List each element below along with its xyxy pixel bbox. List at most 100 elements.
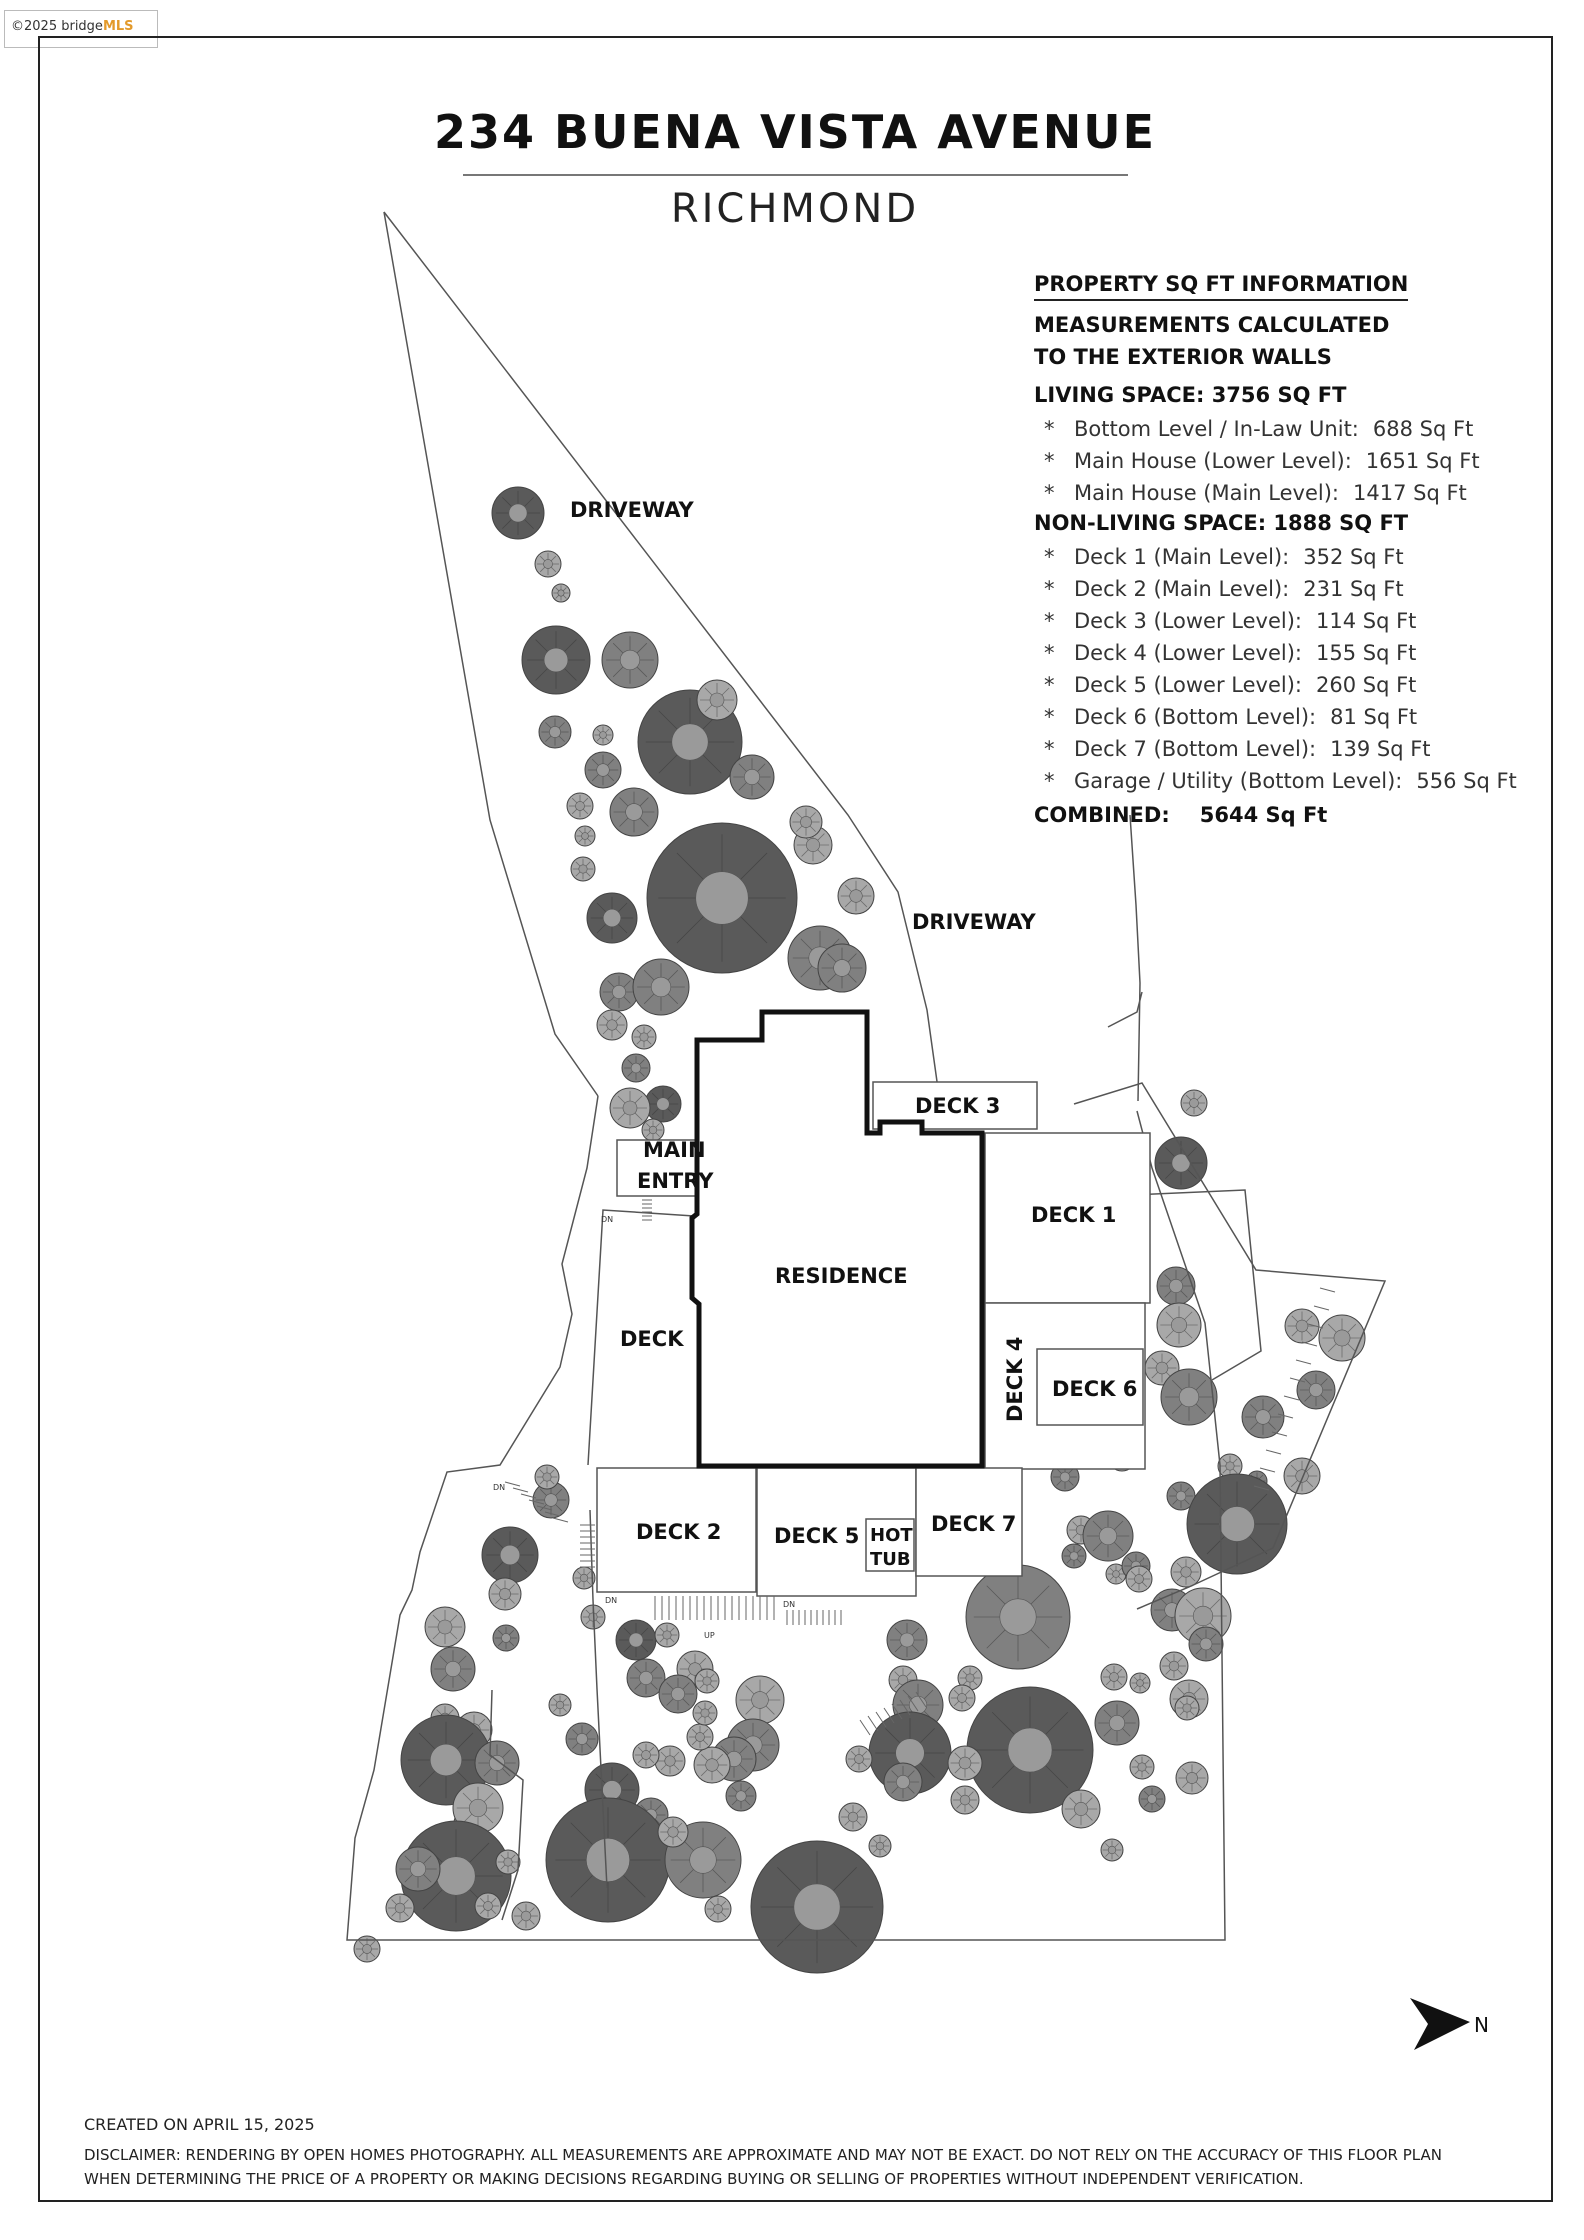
info-note-line2: TO THE EXTERIOR WALLS [1034, 345, 1332, 369]
stair-step [1289, 1377, 1306, 1383]
tree-icon [1166, 1481, 1196, 1511]
tree-icon [1175, 1761, 1209, 1795]
bullet: * [1044, 481, 1055, 505]
deck2-label: DECK 2 [636, 1520, 721, 1544]
main-entry-label-1: MAIN [643, 1138, 706, 1162]
hot-tub-label-1: HOT [870, 1525, 913, 1546]
created-date: CREATED ON APRIL 15, 2025 [84, 2115, 315, 2134]
info-note-line1: MEASUREMENTS CALCULATED [1034, 313, 1390, 337]
deck7-label: DECK 7 [931, 1512, 1016, 1536]
tree-icon [1174, 1695, 1200, 1721]
watermark-prefix: ©2025 bridge [11, 19, 103, 34]
stair-step [1295, 1359, 1312, 1365]
tree-icon [601, 631, 659, 689]
stair-step [536, 1505, 553, 1511]
sqft-item-value: 114 Sq Ft [1316, 609, 1417, 633]
tree-icon [1159, 1651, 1189, 1681]
stair-step [1313, 1305, 1330, 1311]
hot-tub-label-2: TUB [870, 1549, 911, 1570]
tree-icon [534, 550, 562, 578]
tree-icon [538, 715, 572, 749]
stair-step [1307, 1323, 1324, 1329]
tree-icon [837, 877, 875, 915]
bullet: * [1044, 417, 1055, 441]
stair-step [1283, 1395, 1300, 1401]
stair-step [520, 1493, 537, 1499]
sqft-item: *Deck 6 (Bottom Level):81 Sq Ft [1034, 701, 1554, 733]
sqft-item-label: Main House (Lower Level): [1074, 449, 1352, 473]
living-space-list: *Bottom Level / In-Law Unit:688 Sq Ft*Ma… [1034, 413, 1554, 509]
tree-icon [632, 958, 690, 1016]
tree-icon [488, 1577, 522, 1611]
stair-step [891, 1703, 903, 1720]
tree-icon [495, 1849, 521, 1875]
disclaimer-line1: DISCLAIMER: RENDERING BY OPEN HOMES PHOT… [84, 2146, 1442, 2164]
tree-icon [789, 805, 823, 839]
tree-icon [1170, 1556, 1202, 1588]
stair-step [899, 1699, 911, 1716]
tree-icon [424, 1606, 466, 1648]
bullet: * [1044, 609, 1055, 633]
hot-tub-rect [865, 1518, 915, 1572]
tree-icon [965, 1564, 1071, 1670]
tree-icon [886, 1619, 928, 1661]
sqft-item-value: 139 Sq Ft [1330, 737, 1431, 761]
tree-icon [1129, 1754, 1155, 1780]
bullet: * [1044, 705, 1055, 729]
stair-step [1253, 1485, 1270, 1491]
up-marker: UP [704, 1631, 715, 1640]
sqft-item: *Main House (Lower Level):1651 Sq Ft [1034, 445, 1554, 477]
deck1-label: DECK 1 [1031, 1203, 1116, 1227]
non-living-space-heading: NON-LIVING SPACE: 1888 SQ FT [1034, 511, 1409, 535]
tree-icon [1125, 1565, 1153, 1593]
tree-icon [580, 1604, 606, 1630]
tree-icon [750, 1840, 884, 1974]
residence-outline [689, 1009, 985, 1469]
stair-step [1277, 1413, 1294, 1419]
dn-marker-deck5: DN [783, 1600, 795, 1609]
sqft-item-value: 556 Sq Ft [1416, 769, 1517, 793]
deck5-label: DECK 5 [774, 1524, 859, 1548]
tree-icon [452, 1782, 504, 1834]
stair-step [867, 1715, 879, 1732]
tree-icon [474, 1740, 520, 1786]
deck4-label: DECK 4 [1003, 1337, 1027, 1422]
bridge-mls-watermark: ©2025 bridgeMLS [4, 10, 158, 48]
bullet: * [1044, 577, 1055, 601]
disclaimer-line2: WHEN DETERMINING THE PRICE OF A PROPERTY… [84, 2170, 1304, 2188]
sqft-item-label: Deck 1 (Main Level): [1074, 545, 1290, 569]
deck6-label: DECK 6 [1052, 1377, 1137, 1401]
page-subtitle: RICHMOND [670, 186, 920, 232]
tree-icon [817, 943, 867, 993]
sqft-item-label: Garage / Utility (Bottom Level): [1074, 769, 1403, 793]
sqft-item-value: 352 Sq Ft [1303, 545, 1404, 569]
stair-step [552, 1517, 569, 1523]
tree-icon [845, 1745, 873, 1773]
tree-icon [481, 1526, 539, 1584]
tree-icon [586, 892, 638, 944]
tree-icon [725, 1780, 757, 1812]
tree-icon [686, 1723, 714, 1751]
sqft-item-label: Bottom Level / In-Law Unit: [1074, 417, 1359, 441]
tree-icon [631, 1024, 657, 1050]
deck1-rect [984, 1132, 1151, 1304]
combined-total: COMBINED:5644 Sq Ft [1034, 803, 1554, 827]
tree-icon [1061, 1789, 1101, 1829]
tree-icon [532, 1481, 570, 1519]
sqft-item: *Main House (Main Level):1417 Sq Ft [1034, 477, 1554, 509]
sqft-item-value: 155 Sq Ft [1316, 641, 1417, 665]
sqft-item-value: 1417 Sq Ft [1353, 481, 1467, 505]
page-title: 234 BUENA VISTA AVENUE [433, 105, 1157, 159]
tree-icon [572, 1566, 596, 1590]
stair-step [883, 1707, 895, 1724]
tree-icon [545, 1797, 671, 1923]
tree-icon [492, 1624, 520, 1652]
living-space-heading: LIVING SPACE: 3756 SQ FT [1034, 383, 1347, 407]
tree-icon [626, 1658, 666, 1698]
tree-icon [1082, 1510, 1134, 1562]
north-label: N [1474, 2013, 1489, 2037]
tree-icon [615, 1619, 657, 1661]
sqft-item: *Deck 2 (Main Level):231 Sq Ft [1034, 573, 1554, 605]
tree-icon [1156, 1266, 1196, 1306]
